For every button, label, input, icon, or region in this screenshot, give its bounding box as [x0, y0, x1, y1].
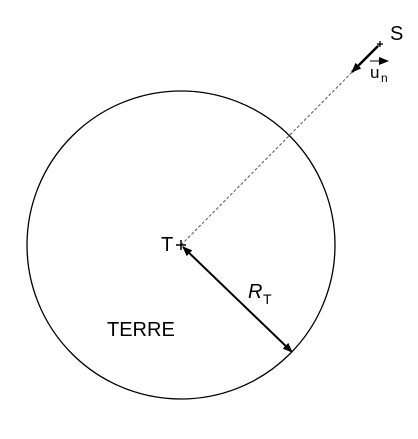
unit-vector-subscript: n: [381, 71, 388, 85]
earth-circle: [26, 90, 336, 400]
point-t-marker: [176, 240, 186, 250]
label-unit-vector: u n: [370, 57, 389, 85]
label-radius: R T: [248, 281, 272, 307]
label-satellite: S: [390, 23, 403, 45]
unit-vector-base: u: [370, 63, 379, 82]
point-s-marker: [377, 41, 383, 47]
earth-satellite-line: [180, 43, 381, 246]
label-earth-name: TERRE: [107, 319, 175, 341]
radius-subscript: T: [263, 291, 272, 307]
radius-arrow: [182, 246, 293, 353]
radius-symbol: R: [248, 281, 262, 303]
unit-vector-arrow: [351, 45, 379, 73]
label-earth-center: T: [161, 234, 173, 256]
